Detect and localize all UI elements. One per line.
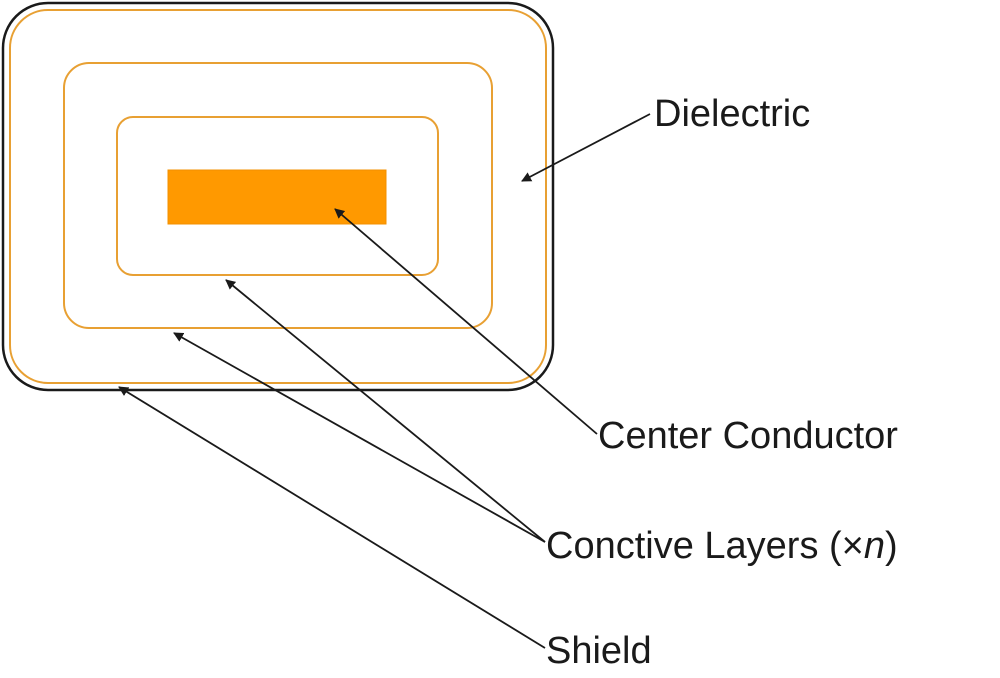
conctive-layers-label-variable: n — [863, 525, 886, 567]
conductive-layer-inner — [116, 116, 439, 276]
conductive-layer-outer — [63, 62, 493, 329]
center-conductor-label: Center Conductor — [598, 415, 898, 457]
conctive-layers-label: Conctive Layers (×n) — [546, 527, 898, 565]
dielectric-boundary — [9, 9, 547, 384]
shield-label: Shield — [546, 630, 652, 672]
conctive-layers-label-suffix: ) — [885, 525, 898, 567]
conctive-layer-inner-arrow — [225, 279, 546, 543]
center-conductor — [167, 169, 387, 225]
dielectric-arrow — [521, 113, 651, 182]
conctive-layer-outer-arrow — [173, 332, 546, 543]
center-conductor-arrow — [334, 208, 598, 435]
conctive-layers-label-prefix: Conctive Layers (× — [546, 525, 864, 567]
dielectric-label: Dielectric — [654, 93, 811, 135]
shield-arrow — [118, 386, 546, 649]
